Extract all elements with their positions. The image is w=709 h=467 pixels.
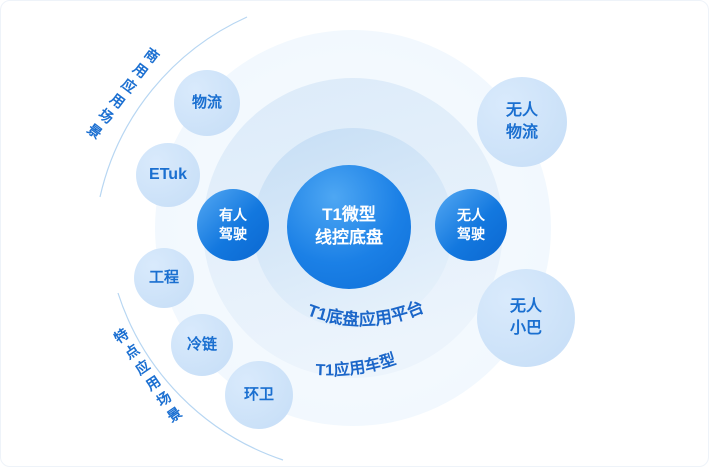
- satellite-sanitation-label: 环卫: [243, 385, 274, 403]
- satellite-coldchain-circle: 冷链: [171, 314, 233, 376]
- satellite-unmanned-minibus-line2: 小巴: [509, 320, 542, 337]
- central-chassis-circle: T1微型 线控底盘: [287, 165, 411, 289]
- satellite-unmanned-minibus-circle: 无人 小巴: [477, 269, 575, 367]
- satellite-coldchain-label: 冷链: [186, 335, 217, 353]
- side-label-commercial-scenarios: 商用应用场景: [81, 44, 163, 146]
- manned-driving-line1: 有人: [219, 207, 247, 224]
- unmanned-driving-line2: 驾驶: [457, 226, 485, 242]
- satellite-unmanned-minibus-line1: 无人: [509, 298, 542, 316]
- satellite-unmanned-logistics-line2: 物流: [505, 124, 538, 141]
- manned-driving-circle: 有人 驾驶: [197, 189, 269, 261]
- satellite-logistics-label: 物流: [191, 93, 222, 111]
- satellite-engineering-label: 工程: [148, 268, 179, 286]
- satellite-sanitation-circle: 环卫: [225, 361, 293, 429]
- central-chassis-line2: 线控底盘: [315, 228, 383, 247]
- satellite-unmanned-logistics-line1: 无人: [505, 102, 538, 120]
- satellite-unmanned-logistics-circle: 无人 物流: [477, 77, 567, 167]
- unmanned-driving-circle: 无人 驾驶: [435, 189, 507, 261]
- satellite-engineering-circle: 工程: [134, 248, 194, 308]
- satellite-etuk-label: ETuk: [149, 166, 187, 184]
- satellite-etuk-circle: ETuk: [136, 143, 200, 207]
- satellite-logistics-circle: 物流: [174, 70, 240, 136]
- central-chassis-line1: T1微型: [322, 205, 376, 225]
- manned-driving-line2: 驾驶: [219, 226, 247, 242]
- unmanned-driving-line1: 无人: [457, 207, 485, 224]
